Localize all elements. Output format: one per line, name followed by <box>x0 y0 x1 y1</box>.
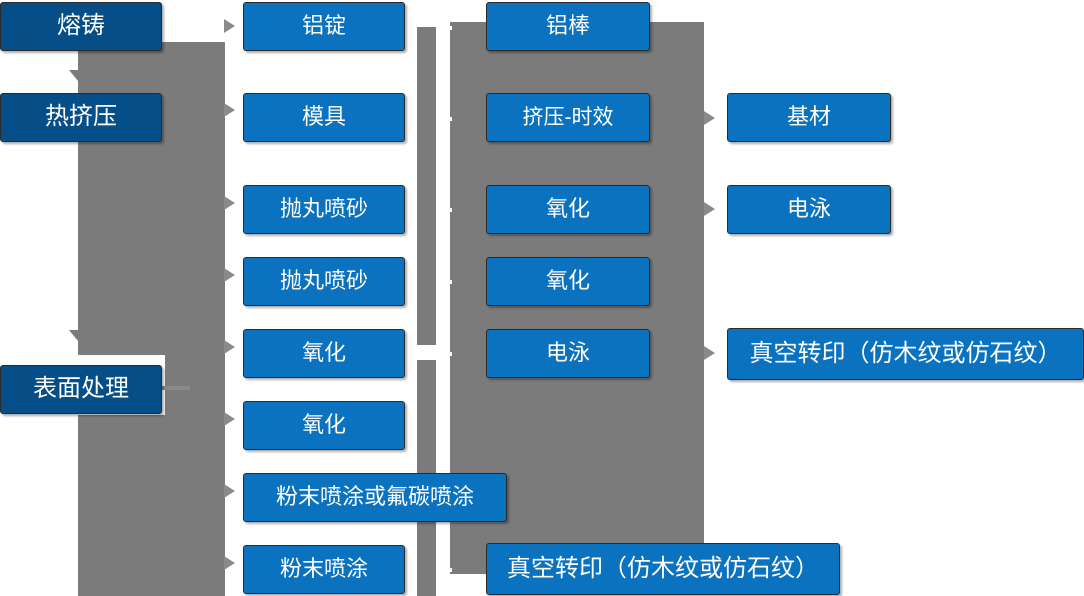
result-box-electrophoresis[interactable]: 电泳 <box>727 185 891 234</box>
process-box-powder-or-fluorocarbon-coating[interactable]: 粉末喷涂或氟碳喷涂 <box>243 473 507 522</box>
arrow-down-extrude-to-surface <box>69 330 87 341</box>
arrow-to-c4-vacuum <box>704 346 715 360</box>
tick-c3-ed <box>436 352 452 356</box>
process-box-powder-coating[interactable]: 粉末喷涂 <box>243 545 405 594</box>
connector-bar-mid-upper <box>417 27 436 345</box>
arrow-to-c2-powder-f <box>224 484 235 498</box>
process-box-oxidation-c2-2[interactable]: 氧化 <box>243 401 405 450</box>
process-box-oxidation-c3-2[interactable]: 氧化 <box>486 257 650 306</box>
arrow-to-c2-oxide1 <box>224 340 235 354</box>
arrow-to-c2-oxide2 <box>224 412 235 426</box>
stage-box-melting[interactable]: 熔铸 <box>0 2 162 51</box>
arrow-to-c2-die <box>224 103 235 117</box>
gap-mid-bar <box>436 27 450 345</box>
result-box-vacuum-transfer[interactable]: 真空转印（仿木纹或仿石纹） <box>727 328 1084 380</box>
tick-c3-vacuum <box>436 568 452 572</box>
process-box-electrophoresis-c3[interactable]: 电泳 <box>486 329 650 378</box>
process-box-shot-blasting-1[interactable]: 抛丸喷砂 <box>243 185 405 234</box>
process-box-oxidation-c3-1[interactable]: 氧化 <box>486 185 650 234</box>
arrow-to-c2-ingot <box>224 19 235 33</box>
process-box-aluminum-ingot[interactable]: 铝锭 <box>243 2 405 51</box>
arrow-down-melting-to-extrude <box>69 70 87 81</box>
arrow-to-c2-shot2 <box>224 268 235 282</box>
process-box-shot-blasting-2[interactable]: 抛丸喷砂 <box>243 257 405 306</box>
arrow-to-c2-powder <box>224 556 235 570</box>
process-box-die[interactable]: 模具 <box>243 93 405 142</box>
result-box-substrate[interactable]: 基材 <box>727 93 891 142</box>
arrow-to-c4-substrate <box>704 111 715 125</box>
process-box-vacuum-transfer-c3[interactable]: 真空转印（仿木纹或仿石纹） <box>486 543 840 595</box>
process-box-extrusion-aging[interactable]: 挤压-时效 <box>486 93 650 142</box>
stage-box-hot-extrusion[interactable]: 热挤压 <box>0 93 162 142</box>
process-box-oxidation-c2-1[interactable]: 氧化 <box>243 329 405 378</box>
arrow-to-c2-shot1 <box>224 196 235 210</box>
stage-box-surface-treatment[interactable]: 表面处理 <box>0 365 162 414</box>
arrow-to-c4-ed <box>704 202 715 216</box>
process-box-aluminum-bar[interactable]: 铝棒 <box>486 2 650 51</box>
connector-spine-left-stub <box>162 386 190 390</box>
